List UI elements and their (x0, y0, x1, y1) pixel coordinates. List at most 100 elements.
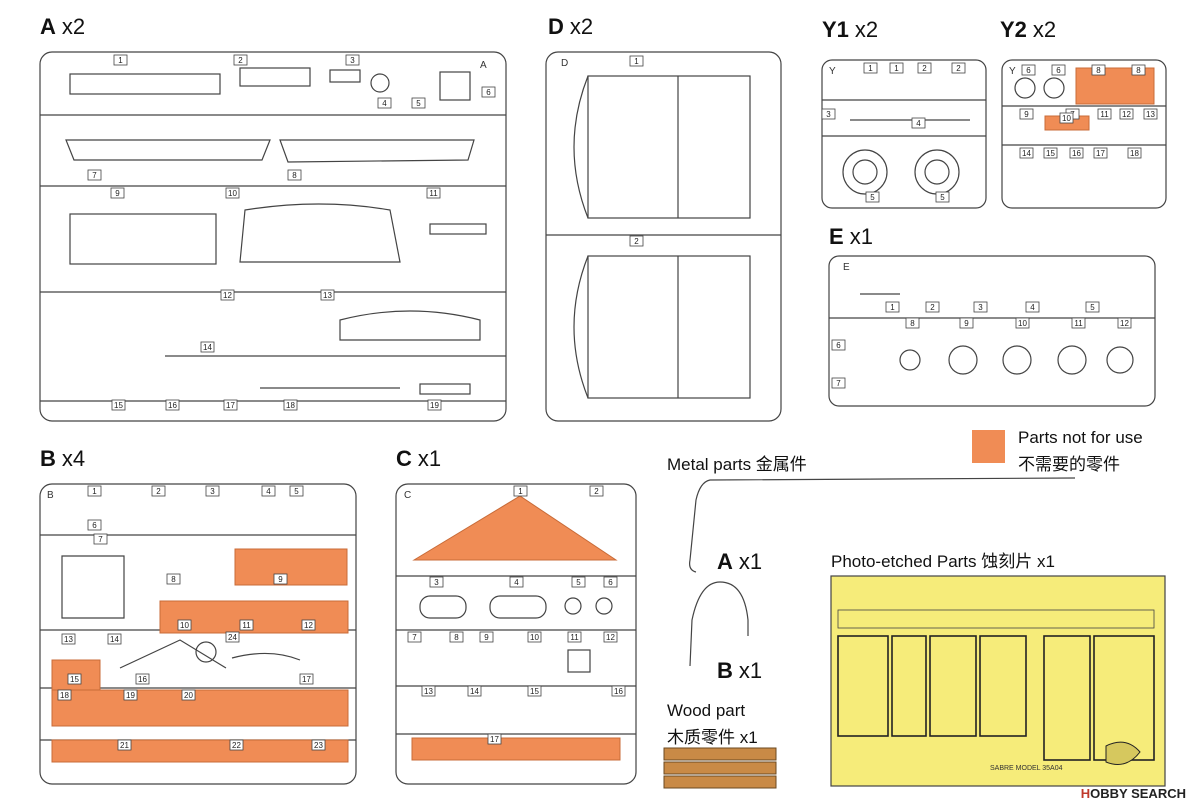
part-number-b-22: 22 (229, 739, 244, 751)
part-number-c-8: 8 (449, 631, 464, 643)
part-e10 (1002, 345, 1032, 375)
part-number-a-14: 14 (200, 341, 215, 353)
part-y1-5a (842, 149, 888, 195)
svg-text:19: 19 (126, 691, 135, 700)
part-a3 (329, 69, 361, 83)
svg-text:16: 16 (614, 687, 623, 696)
legend-label-cn: 不需要的零件 (1018, 455, 1120, 474)
part-number-a-15: 15 (111, 399, 126, 411)
part-number-e-5: 5 (1085, 301, 1100, 313)
part-number-c-12: 12 (603, 631, 618, 643)
svg-text:3: 3 (434, 578, 439, 587)
part-a2 (239, 67, 311, 87)
part-number-y2-15: 15 (1043, 147, 1058, 159)
part-b7 (61, 555, 125, 619)
svg-text:10: 10 (180, 621, 189, 630)
svg-text:13: 13 (1146, 110, 1155, 119)
part-d2 (587, 255, 751, 399)
part-number-y1-1: 1 (889, 62, 904, 74)
svg-text:10: 10 (1062, 114, 1071, 123)
svg-text:2: 2 (956, 64, 961, 73)
part-number-b-12: 12 (301, 619, 316, 631)
part-number-c-10: 10 (527, 631, 542, 643)
part-number-a-19: 19 (427, 399, 442, 411)
part-number-c-9: 9 (479, 631, 494, 643)
part-number-b-8: 8 (166, 573, 181, 585)
part-number-y2-6: 6 (1021, 64, 1036, 76)
part-number-e-8: 8 (905, 317, 920, 329)
svg-text:3: 3 (210, 487, 215, 496)
svg-text:5: 5 (416, 99, 421, 108)
part-a10 (239, 203, 401, 263)
svg-text:11: 11 (429, 189, 438, 198)
part-number-c-16: 16 (611, 685, 626, 697)
part-number-y2-14: 14 (1019, 147, 1034, 159)
svg-text:2: 2 (594, 487, 599, 496)
svg-text:5: 5 (294, 487, 299, 496)
svg-text:10: 10 (228, 189, 237, 198)
svg-text:7: 7 (92, 171, 97, 180)
svg-text:8: 8 (1096, 66, 1101, 75)
part-number-a-4: 4 (377, 97, 392, 109)
part-number-b-15: 15 (67, 673, 82, 685)
svg-text:2: 2 (634, 237, 639, 246)
part-a4 (370, 73, 390, 93)
svg-text:11: 11 (242, 621, 251, 630)
svg-text:9: 9 (1024, 110, 1029, 119)
part-number-y2-13: 13 (1143, 108, 1158, 120)
part-number-b-7: 7 (93, 533, 108, 545)
part-y1-5b (914, 149, 960, 195)
wood-strip-3 (663, 775, 777, 789)
svg-text:1: 1 (634, 57, 639, 66)
metal-part-a (689, 477, 1076, 573)
part-number-b-18: 18 (57, 689, 72, 701)
part-number-c-11: 11 (567, 631, 582, 643)
sprue-c-frame (395, 483, 637, 785)
svg-text:1: 1 (868, 64, 873, 73)
svg-text:2: 2 (922, 64, 927, 73)
svg-text:7: 7 (412, 633, 417, 642)
watermark: HOBBY SEARCH (1080, 786, 1186, 801)
wood-strip-2 (663, 761, 777, 775)
part-number-y1-5: 5 (865, 191, 880, 203)
svg-text:9: 9 (278, 575, 283, 584)
svg-text:8: 8 (292, 171, 297, 180)
svg-text:6: 6 (1026, 66, 1031, 75)
part-d1 (587, 75, 751, 219)
svg-text:15: 15 (70, 675, 79, 684)
wood-part-title: Wood part (667, 701, 746, 720)
part-number-a-18: 18 (283, 399, 298, 411)
part-number-c-5: 5 (571, 576, 586, 588)
svg-text:18: 18 (1130, 149, 1139, 158)
svg-text:8: 8 (910, 319, 915, 328)
part-number-e-2: 2 (925, 301, 940, 313)
sprue-e-frame (828, 255, 1156, 407)
svg-text:14: 14 (110, 635, 119, 644)
part-number-a-6: 6 (481, 86, 496, 98)
part-number-c-4: 4 (509, 576, 524, 588)
part-number-b-16: 16 (135, 673, 150, 685)
svg-text:14: 14 (203, 343, 212, 352)
svg-text:14: 14 (1022, 149, 1031, 158)
legend-label-en: Parts not for use (1018, 428, 1143, 447)
unused-b18-20 (51, 689, 349, 727)
sprue-e-tag: E (843, 262, 850, 273)
sprue-c-tag: C (404, 490, 411, 501)
part-a6 (439, 71, 471, 101)
svg-text:24: 24 (228, 633, 237, 642)
svg-text:11: 11 (570, 633, 579, 642)
svg-text:10: 10 (530, 633, 539, 642)
part-number-c-17: 17 (487, 733, 502, 745)
part-number-y1-4: 4 (911, 117, 926, 129)
svg-text:20: 20 (184, 691, 193, 700)
metal-parts-title: Metal parts 金属件 (667, 455, 807, 474)
svg-text:6: 6 (486, 88, 491, 97)
part-number-c-1: 1 (513, 485, 528, 497)
svg-text:17: 17 (1096, 149, 1105, 158)
svg-text:1: 1 (118, 56, 123, 65)
part-number-c-14: 14 (467, 685, 482, 697)
